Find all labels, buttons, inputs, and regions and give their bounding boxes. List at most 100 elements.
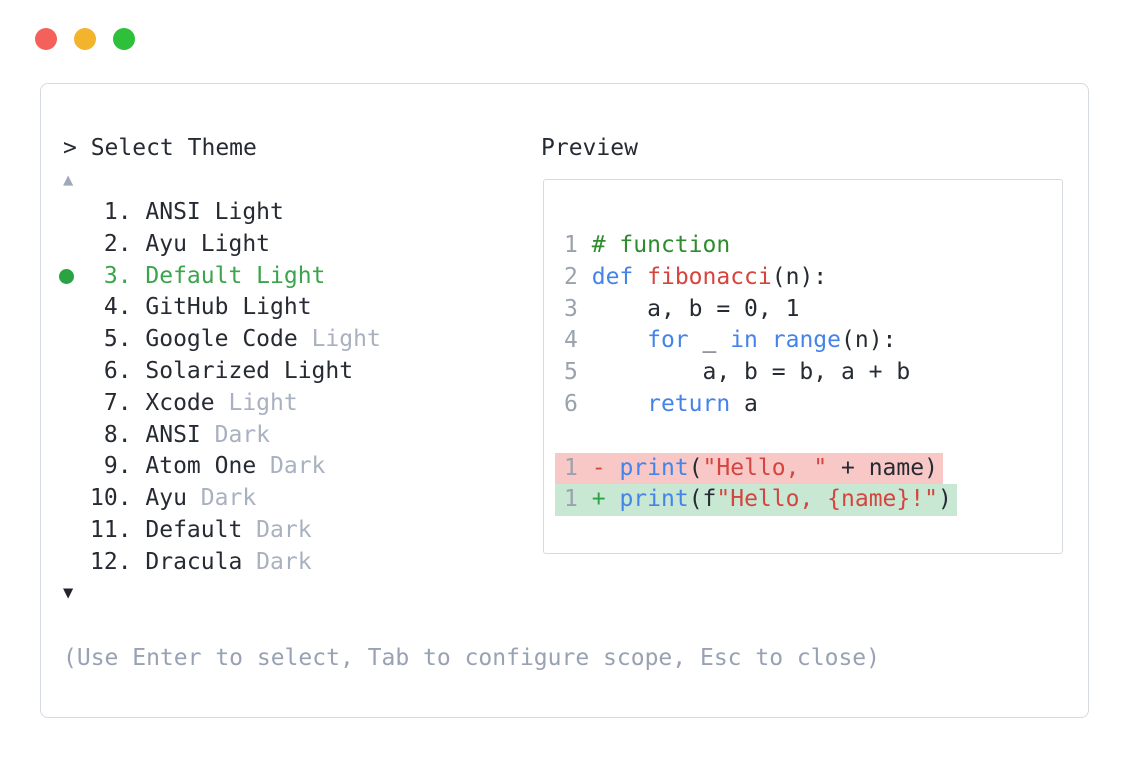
diff-added-line: 1 + print(f"Hello, {name}!")	[555, 484, 1062, 517]
selected-theme-indicator	[59, 269, 74, 285]
code-token: def	[591, 263, 634, 290]
code-token: (n):	[771, 263, 828, 290]
theme-item[interactable]: 12. Dracula Dark	[90, 547, 381, 579]
code-token: in	[730, 327, 758, 354]
code-line: 1 # function	[564, 230, 1062, 262]
code-line	[564, 421, 1062, 453]
scroll-up-icon[interactable]: ▲	[63, 170, 74, 190]
theme-item[interactable]: 2. Ayu Light	[90, 229, 381, 261]
code-token: -	[591, 454, 606, 481]
code-line: 3 a, b = 0, 1	[564, 294, 1062, 326]
code-token: return	[647, 390, 731, 417]
code-token	[606, 455, 620, 481]
code-line: 4 for _ in range(n):	[564, 325, 1062, 357]
theme-item-number: 12.	[90, 548, 146, 575]
theme-item-name: Dracula	[145, 548, 243, 575]
code-token: for	[647, 327, 689, 354]
code-token: range	[771, 327, 842, 354]
theme-item-name: Ayu	[145, 485, 187, 512]
theme-item[interactable]: 9. Atom One Dark	[90, 451, 381, 483]
line-number: 2	[564, 263, 578, 290]
code-token: )	[937, 486, 952, 513]
code-token: a, b = 0, 1	[591, 295, 800, 322]
code-token: _	[688, 327, 731, 354]
diff-removed-line: 1 - print("Hello, " + name)	[555, 452, 1062, 485]
code-token: print	[619, 486, 689, 513]
theme-item-name: Atom One	[145, 453, 257, 480]
theme-item-variant: Light	[214, 389, 298, 416]
code-token	[606, 486, 620, 512]
theme-item-name: Google Code	[145, 326, 298, 353]
theme-item-name: Solarized Light	[145, 357, 354, 384]
line-number: 1	[564, 486, 578, 513]
theme-picker-panel: > Select Theme ▲ 1. ANSI Light 2. Ayu Li…	[40, 83, 1089, 718]
theme-item[interactable]: 8. ANSI Dark	[90, 420, 381, 452]
code-token	[592, 391, 647, 417]
theme-item[interactable]: 11. Default Dark	[90, 515, 381, 547]
theme-item-name: GitHub Light	[145, 294, 312, 321]
theme-item[interactable]: 3. Default Light	[59, 261, 381, 293]
window-controls	[35, 28, 135, 50]
code-token: # function	[591, 232, 731, 258]
line-number: 1	[564, 454, 578, 481]
theme-item-variant: Dark	[186, 485, 257, 512]
code-token: print	[619, 454, 689, 481]
theme-item[interactable]: 4. GitHub Light	[90, 292, 381, 324]
theme-item[interactable]: 10. Ayu Dark	[90, 483, 381, 515]
theme-item-variant: Dark	[242, 516, 312, 543]
minimize-button[interactable]	[74, 28, 96, 50]
code-token: fibonacci	[647, 263, 772, 290]
line-number: 3	[564, 295, 578, 322]
theme-item-name: Default Light	[145, 262, 326, 289]
code-line: 2 def fibonacci(n):	[564, 262, 1062, 294]
theme-item[interactable]: 7. Xcode Light	[90, 388, 381, 420]
theme-item-variant: Dark	[242, 548, 312, 575]
theme-item-name: ANSI Light	[145, 199, 284, 225]
line-number: 5	[564, 359, 578, 386]
theme-item[interactable]: 1. ANSI Light	[90, 197, 381, 229]
theme-item-number: 10.	[90, 485, 146, 512]
theme-item-number: 4.	[90, 294, 146, 321]
code-token: a, b = b, a + b	[591, 359, 911, 386]
theme-item[interactable]: 5. Google Code Light	[90, 324, 381, 356]
code-line: 6 return a	[564, 389, 1062, 421]
theme-item-number: 11.	[90, 516, 146, 543]
theme-item-number: 6.	[90, 357, 146, 384]
keyboard-hint: (Use Enter to select, Tab to configure s…	[63, 645, 880, 671]
theme-item-name: Xcode	[145, 389, 215, 416]
code-token: (n):	[841, 327, 897, 354]
theme-list: 1. ANSI Light 2. Ayu Light 3. Default Li…	[59, 197, 381, 579]
theme-item-name: Default	[145, 516, 243, 543]
theme-item-variant: Light	[297, 326, 381, 353]
select-theme-prompt: > Select Theme	[63, 135, 257, 161]
code-token: + name)	[827, 454, 938, 481]
code-token	[592, 327, 647, 353]
theme-item-number: 3.	[90, 262, 146, 289]
theme-item-name: ANSI	[145, 421, 201, 448]
theme-item-number: 8.	[90, 421, 146, 448]
theme-item-variant: Dark	[256, 453, 326, 480]
theme-item-number: 7.	[90, 389, 146, 416]
code-token: "Hello, "	[702, 454, 828, 481]
theme-item[interactable]: 6. Solarized Light	[90, 356, 381, 388]
theme-item-name: Ayu Light	[145, 230, 271, 257]
code-token: "Hello, {name}!"	[716, 486, 938, 513]
code-line: 5 a, b = b, a + b	[564, 357, 1062, 389]
theme-item-number: 1.	[90, 199, 146, 225]
theme-item-variant: Dark	[200, 421, 271, 448]
theme-item-number: 9.	[90, 453, 146, 480]
code-token: +	[591, 486, 606, 513]
line-number: 1	[564, 232, 578, 258]
zoom-button[interactable]	[113, 28, 135, 50]
theme-item-number: 5.	[90, 326, 146, 353]
code-token: (	[688, 454, 703, 481]
theme-item-number: 2.	[90, 230, 146, 257]
line-number: 4	[564, 327, 578, 354]
close-button[interactable]	[35, 28, 57, 50]
preview-label: Preview	[541, 135, 638, 161]
line-number: 6	[564, 390, 578, 417]
scroll-down-icon[interactable]: ▼	[63, 583, 74, 603]
code-token: a	[730, 390, 758, 417]
code-token: (f	[688, 486, 717, 513]
